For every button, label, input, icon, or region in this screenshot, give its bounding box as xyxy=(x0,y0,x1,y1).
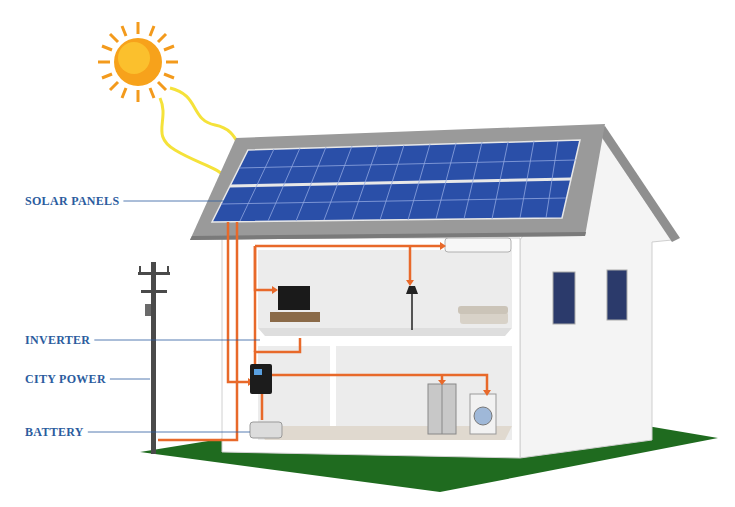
part-label: SOLAR PANELS xyxy=(25,194,119,208)
inverter-box xyxy=(250,364,272,394)
lamp xyxy=(411,294,413,330)
leader-lines xyxy=(88,201,260,432)
utility-pole xyxy=(138,262,170,454)
leader-line xyxy=(94,340,260,341)
roof xyxy=(190,124,605,240)
fridge xyxy=(428,384,456,434)
battery-unit xyxy=(250,422,282,438)
leader-line xyxy=(88,432,250,433)
part-label: BATTERY xyxy=(25,425,84,439)
washer xyxy=(470,394,496,434)
front-wall xyxy=(222,238,520,458)
part-label: CITY POWER xyxy=(25,372,106,386)
wiring xyxy=(158,222,487,440)
tv xyxy=(278,286,310,310)
part-label: INVERTER xyxy=(25,333,90,347)
sun xyxy=(98,22,178,102)
leader-line xyxy=(123,201,242,202)
solar-panel-array xyxy=(212,140,580,222)
air-conditioner xyxy=(445,238,511,252)
leader-line xyxy=(110,379,150,380)
